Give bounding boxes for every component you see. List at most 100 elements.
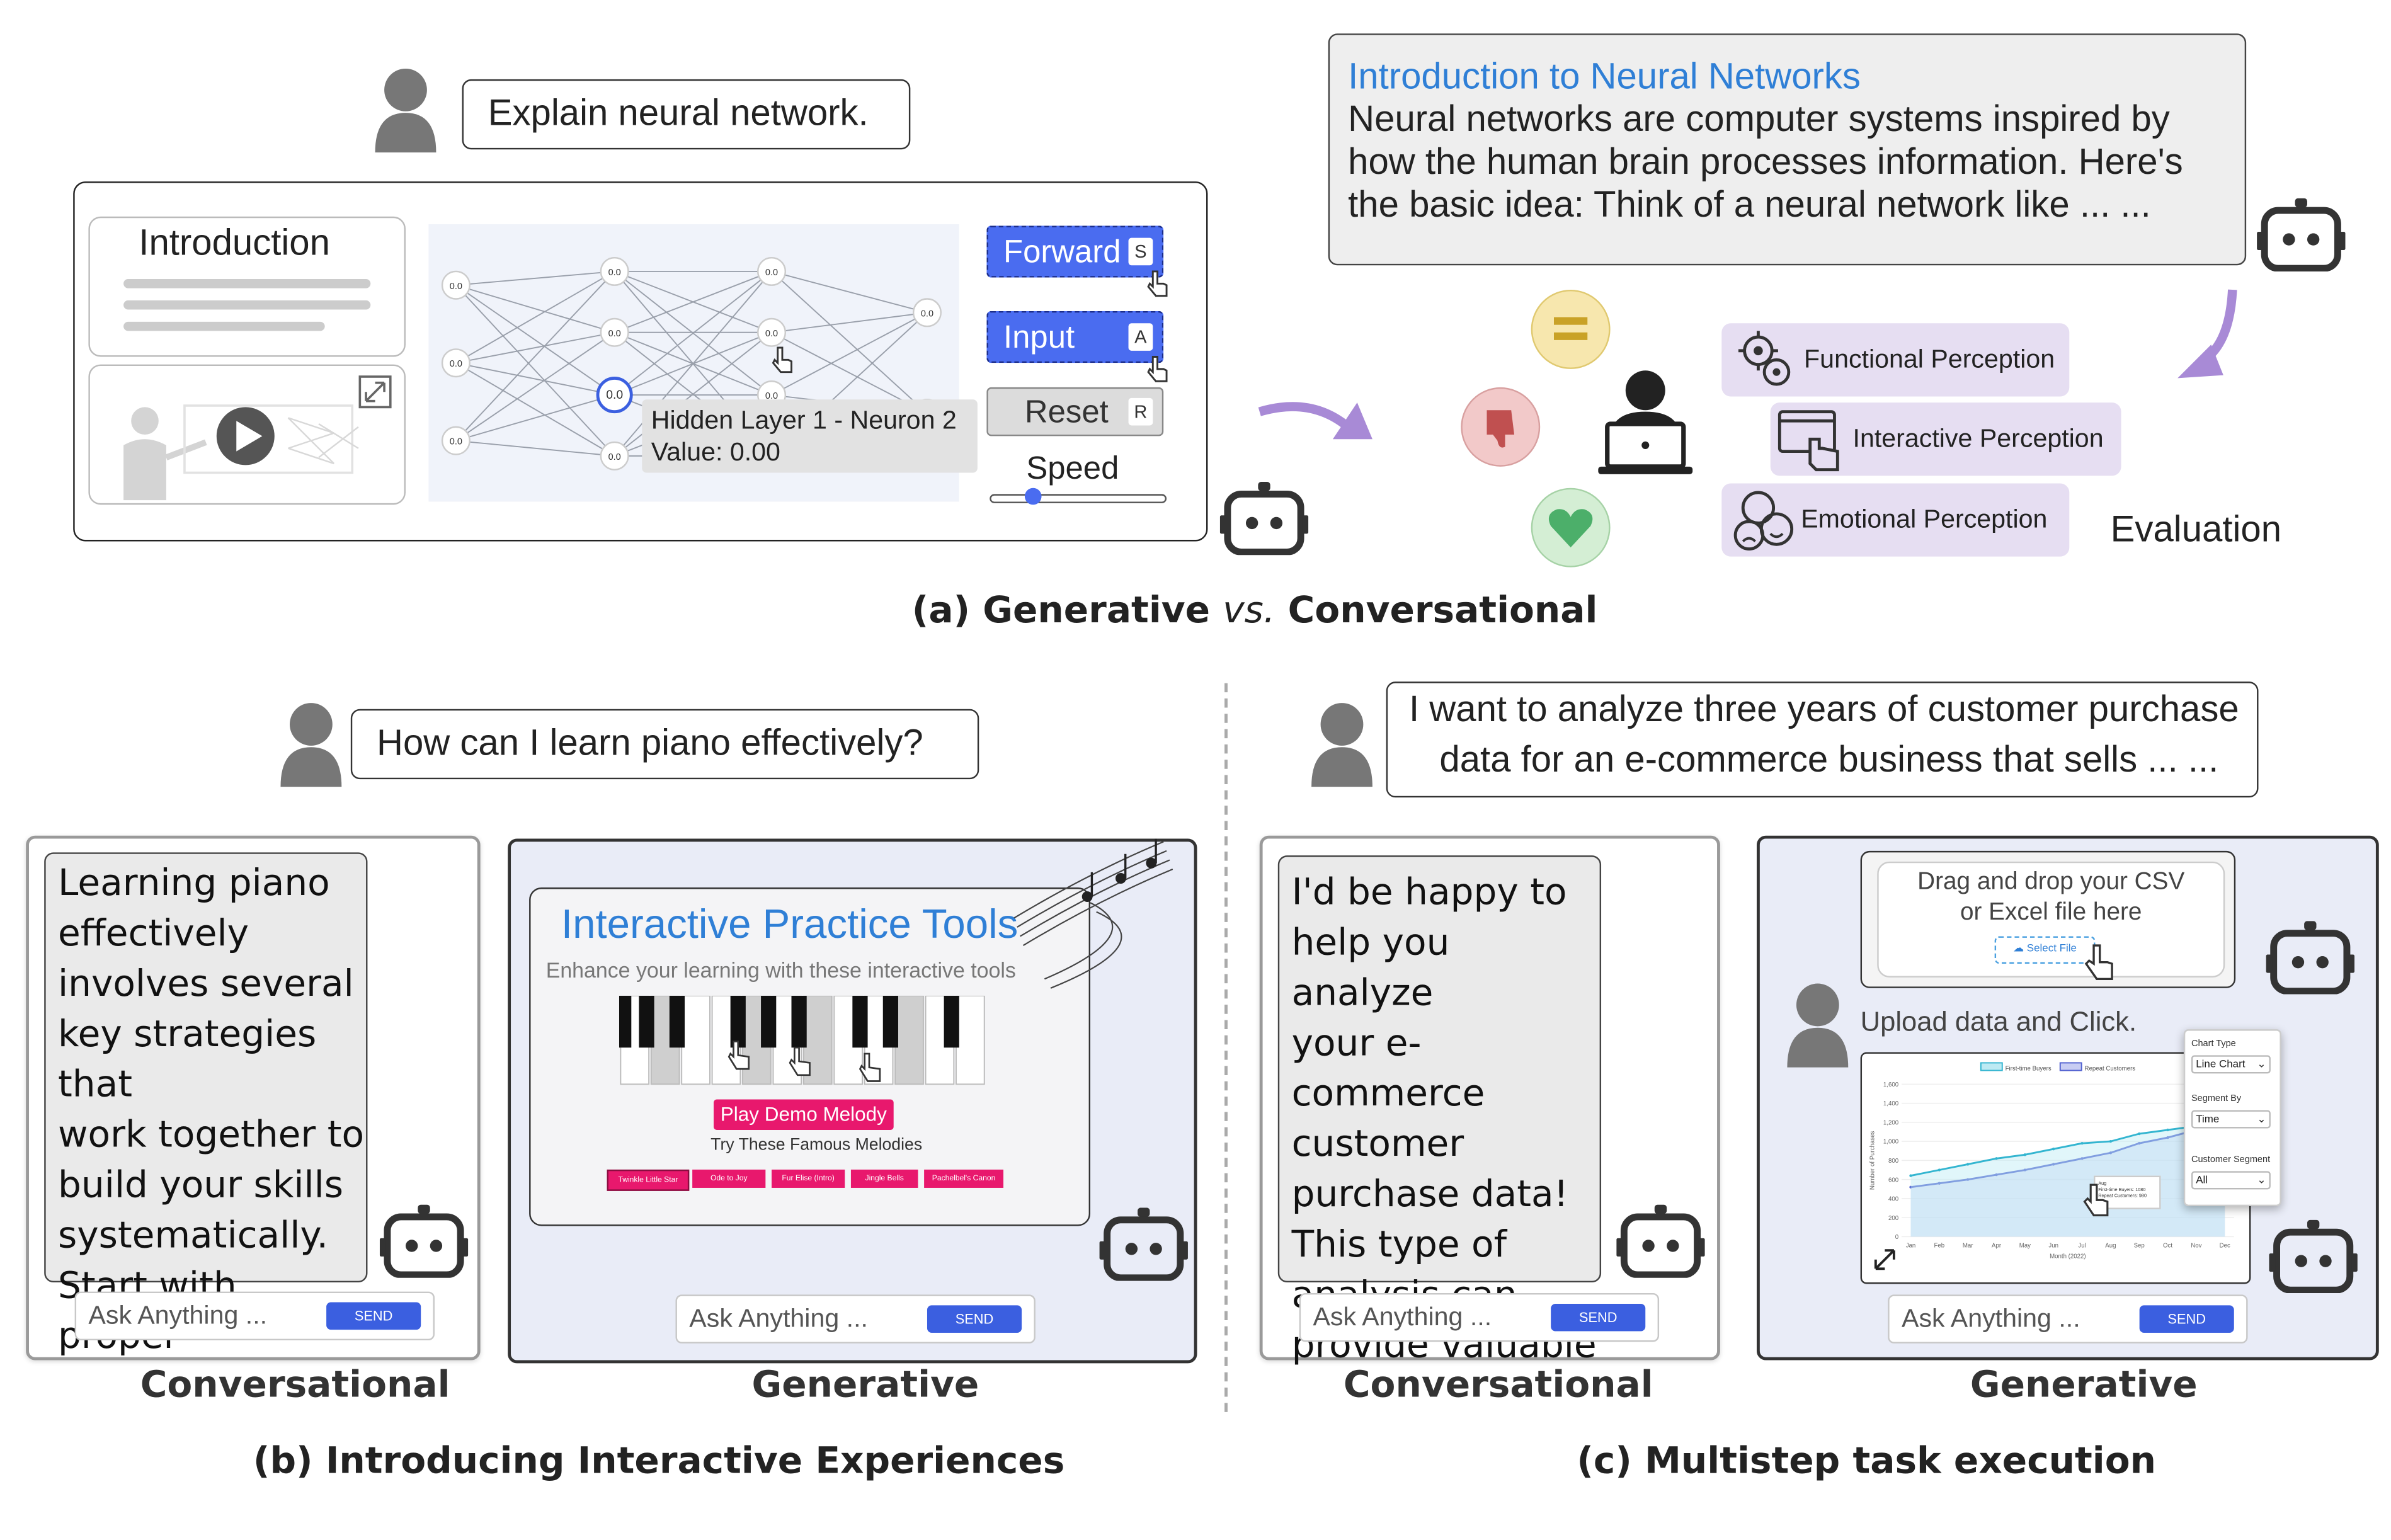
x-tick-label: May (2019, 1242, 2031, 1249)
first-time-buyers-point[interactable] (2080, 1141, 2084, 1145)
first-time-buyers-point[interactable] (1909, 1174, 1912, 1177)
repeat-customers-point[interactable] (2080, 1157, 2084, 1160)
first-time-buyers-point[interactable] (2023, 1153, 2027, 1156)
first-time-buyers-point[interactable] (1995, 1157, 1998, 1160)
input-button[interactable]: Input A (986, 311, 1164, 363)
melody-button[interactable]: Fur Elise (Intro) (772, 1169, 845, 1188)
first-time-buyers-point[interactable] (2138, 1132, 2141, 1136)
caption-c: (c) Multistep task execution (1577, 1439, 2156, 1483)
user-icon (375, 68, 437, 153)
expand-icon[interactable] (1871, 1246, 1899, 1274)
piano-white-key[interactable] (955, 995, 985, 1085)
select-file-button[interactable]: ☁ Select File (1994, 936, 2096, 964)
chart-type-select[interactable]: Line Chart⌄ (2191, 1055, 2271, 1074)
forward-button[interactable]: Forward S (986, 225, 1164, 278)
piano-black-key[interactable] (639, 995, 654, 1048)
piano-black-key[interactable] (619, 995, 632, 1048)
repeat-customers-point[interactable] (1966, 1178, 1970, 1181)
user-prompt-text: How can I learn piano effectively? (376, 722, 923, 764)
nn-neuron[interactable]: 0.0 (600, 441, 629, 471)
repeat-customers-point[interactable] (2023, 1168, 2027, 1172)
upload-card[interactable]: Drag and drop your CSV or Excel file her… (1860, 850, 2236, 988)
user-prompt-text: Explain neural network. (488, 93, 869, 135)
touch-screen-icon (1778, 410, 1839, 472)
label-conversational: Conversational (1343, 1363, 1653, 1406)
label-generative: Generative (751, 1363, 979, 1406)
piano-white-key[interactable] (894, 995, 924, 1085)
nn-neuron[interactable]: 0.0 (757, 317, 787, 347)
piano-white-key[interactable] (681, 995, 710, 1085)
ask-input[interactable]: Ask Anything ... SEND (1299, 1293, 1660, 1342)
repeat-customers-point[interactable] (2166, 1136, 2169, 1139)
nn-edge (614, 271, 772, 333)
tooltip-line-2: Value: 0.00 (651, 437, 780, 467)
nn-neuron[interactable]: 0.0 (441, 426, 471, 455)
first-time-buyers-point[interactable] (2109, 1139, 2113, 1143)
piano-black-key[interactable] (761, 995, 777, 1048)
expand-icon[interactable] (358, 375, 392, 409)
nn-neuron-highlighted[interactable]: 0.0 (596, 376, 633, 414)
arrow-icon (1258, 402, 1372, 440)
nn-edge (771, 271, 928, 314)
reset-label: Reset (1024, 395, 1109, 430)
repeat-customers-point[interactable] (1909, 1185, 1912, 1189)
functional-perception-card: Functional Perception (1721, 323, 2070, 397)
user-prompt-bubble-c: I want to analyze three years of custome… (1386, 682, 2259, 798)
repeat-customers-point[interactable] (2109, 1151, 2113, 1155)
melody-button[interactable]: Ode to Joy (692, 1169, 766, 1188)
intro-card[interactable]: Introduction (88, 216, 406, 357)
repeat-customers-point[interactable] (1937, 1182, 1941, 1185)
piano-keyboard[interactable] (619, 995, 995, 1087)
heart-icon (1531, 488, 1611, 568)
send-button[interactable]: SEND (927, 1305, 1022, 1333)
ask-input[interactable]: Ask Anything ... SEND (1888, 1294, 2248, 1343)
piano-black-key[interactable] (791, 995, 807, 1048)
reset-button[interactable]: Reset R (986, 387, 1164, 436)
send-button[interactable]: SEND (1551, 1303, 1646, 1332)
generative-app-window: Introduction (73, 181, 1208, 542)
video-card[interactable] (88, 364, 406, 505)
reset-key: R (1128, 397, 1153, 426)
upload-instruction: Upload data and Click. (1860, 1006, 2137, 1037)
repeat-customers-point[interactable] (2138, 1141, 2141, 1145)
nn-neuron[interactable]: 0.0 (600, 256, 629, 286)
nn-neuron[interactable]: 0.0 (757, 256, 787, 286)
first-time-buyers-point[interactable] (1966, 1163, 1970, 1166)
ask-input[interactable]: Ask Anything ... SEND (675, 1294, 1036, 1343)
play-demo-button[interactable]: Play Demo Melody (714, 1099, 894, 1130)
nn-neuron[interactable]: 0.0 (600, 317, 629, 347)
y-tick-label: 400 (1888, 1196, 1898, 1203)
piano-black-key[interactable] (944, 995, 959, 1048)
first-time-buyers-point[interactable] (2052, 1148, 2055, 1151)
thumbs-down-icon (1461, 387, 1541, 467)
drop-zone[interactable]: Drag and drop your CSV or Excel file her… (1877, 861, 2225, 978)
piano-black-key[interactable] (852, 995, 868, 1048)
melodies-heading: Try These Famous Melodies (710, 1136, 923, 1155)
melody-button[interactable]: Twinkle Little Star (607, 1169, 690, 1191)
nn-neuron[interactable]: 0.0 (441, 348, 471, 378)
repeat-customers-point[interactable] (2052, 1163, 2055, 1166)
melody-button[interactable]: Jingle Bells (850, 1169, 918, 1188)
interactive-perception-card: Interactive Perception (1770, 402, 2121, 476)
piano-black-key[interactable] (669, 995, 685, 1048)
first-time-buyers-point[interactable] (1937, 1168, 1941, 1172)
speed-label: Speed (1026, 451, 1119, 487)
speed-slider-handle[interactable] (1024, 488, 1042, 505)
nn-neuron[interactable]: 0.0 (912, 298, 942, 328)
speed-slider[interactable] (990, 488, 1167, 505)
send-button[interactable]: SEND (326, 1302, 421, 1330)
piano-black-key[interactable] (882, 995, 898, 1048)
melody-button[interactable]: Pachelbel's Canon (924, 1169, 1004, 1188)
customer-segment-select[interactable]: All⌄ (2191, 1171, 2271, 1190)
piano-black-key[interactable] (730, 995, 746, 1048)
segment-select[interactable]: Time⌄ (2191, 1110, 2271, 1129)
ask-input[interactable]: Ask Anything ... SEND (74, 1291, 435, 1341)
repeat-customers-point[interactable] (1995, 1173, 1998, 1177)
drop-zone-line-1: Drag and drop your CSV (1917, 869, 2185, 896)
first-time-buyers-point[interactable] (2166, 1128, 2169, 1132)
nn-neuron[interactable]: 0.0 (441, 270, 471, 300)
send-button[interactable]: SEND (2139, 1305, 2234, 1333)
nn-edge (455, 362, 615, 396)
